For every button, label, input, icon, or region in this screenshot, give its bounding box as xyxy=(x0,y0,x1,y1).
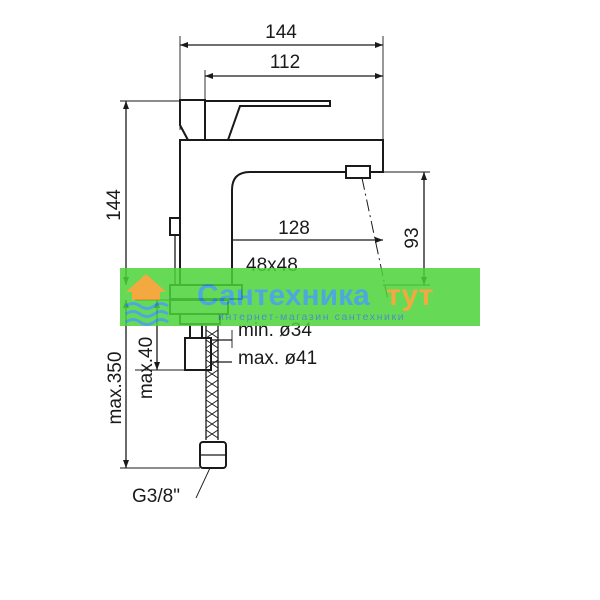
house-logo-icon xyxy=(125,274,169,326)
connection-callout: G3/8" xyxy=(132,467,211,507)
dimension-overall-width: 144 xyxy=(180,22,383,48)
flexible-hose xyxy=(199,324,227,469)
label-spout-reach: 112 xyxy=(270,52,300,73)
aerator xyxy=(345,165,371,179)
label-max-hose: max.350 xyxy=(105,352,126,425)
label-connection: G3/8" xyxy=(132,486,180,507)
watermark-brand-accent: тут xyxy=(386,279,433,312)
label-max-deck: max.40 xyxy=(136,337,157,399)
dimension-overall-height: 144 xyxy=(104,101,129,285)
label-outlet-reach: 128 xyxy=(278,218,310,239)
dimension-spout-reach: 112 xyxy=(205,52,383,79)
handle-base xyxy=(179,99,206,141)
watermark: Сантехника тут интернет-магазин сантехни… xyxy=(120,268,480,326)
watermark-tagline: интернет-магазин сантехники xyxy=(218,311,405,323)
drain-rod xyxy=(169,217,181,236)
watermark-brand-main: Сантехника xyxy=(197,279,370,312)
faucet-spout xyxy=(179,139,384,286)
label-overall-height: 144 xyxy=(104,189,125,221)
support-clamp xyxy=(184,337,212,371)
label-outlet-height: 93 xyxy=(402,227,423,248)
label-max-hole: max. ø41 xyxy=(238,348,317,369)
dimension-outlet-reach: 128 xyxy=(205,218,383,243)
dimension-outlet-height: 93 xyxy=(402,172,427,285)
watermark-brand: Сантехника тут xyxy=(197,279,433,312)
watermark-band xyxy=(120,268,480,326)
label-overall-width: 144 xyxy=(265,22,297,43)
